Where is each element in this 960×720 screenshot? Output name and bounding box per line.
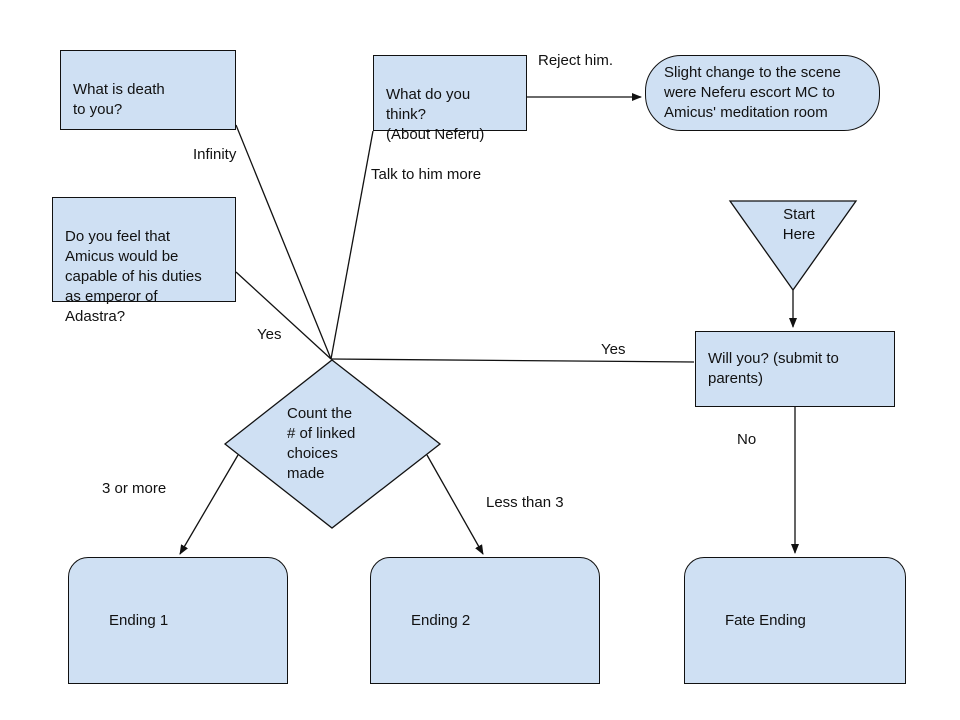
node-do-you-feel[interactable]: Do you feel that Amicus would be capable… — [52, 197, 236, 325]
edge-talk-to-him-more — [330, 130, 374, 360]
node-will-you-label: Will you? (submit to parents) — [708, 350, 839, 387]
node-ending-2-label: Ending 2 — [411, 611, 471, 629]
node-what-do-you-think[interactable]: What do you think? (About Neferu) — [373, 55, 527, 143]
node-start-here-shape[interactable] — [728, 200, 858, 292]
edge-less-than-3 — [426, 454, 484, 555]
node-count-choices-shape[interactable] — [223, 359, 442, 529]
edge-3-or-more — [179, 454, 239, 555]
node-fate-ending-label: Fate Ending — [725, 611, 806, 629]
edge-yes-left — [235, 271, 332, 360]
node-ending-2[interactable]: Ending 2 — [370, 557, 600, 684]
node-what-is-death[interactable]: What is death to you? — [60, 50, 236, 130]
node-what-is-death-label: What is death to you? — [73, 80, 165, 118]
edge-label-yes-right: Yes — [601, 341, 626, 358]
node-do-you-feel-label: Do you feel that Amicus would be capable… — [65, 227, 202, 325]
node-ending-1-label: Ending 1 — [109, 611, 169, 629]
node-what-do-you-think-label: What do you think? (About Neferu) — [386, 85, 485, 143]
edge-label-reject-him: Reject him. — [538, 52, 614, 69]
edge-label-infinity: Infinity — [193, 146, 237, 163]
edge-label-yes-left: Yes — [257, 326, 282, 343]
node-ending-1[interactable]: Ending 1 — [68, 557, 288, 684]
node-slight-change[interactable]: Slight change to the scene were Neferu e… — [645, 55, 880, 131]
edge-label-less-than-3: Less than 3 — [486, 494, 564, 511]
edge-label-3-or-more: 3 or more — [102, 480, 167, 497]
node-slight-change-label: Slight change to the scene were Neferu e… — [664, 64, 841, 121]
node-start-here-label: Start Here — [782, 206, 816, 243]
edge-yes-right — [330, 358, 695, 363]
node-count-choices-label: Count the # of linked choices made — [287, 405, 356, 482]
edge-label-no: No — [737, 431, 757, 448]
edge-infinity — [235, 124, 332, 360]
edge-label-talk-to-him-more: Talk to him more — [371, 166, 482, 183]
node-fate-ending[interactable]: Fate Ending — [684, 557, 906, 684]
node-will-you[interactable]: Will you? (submit to parents) — [695, 331, 895, 407]
